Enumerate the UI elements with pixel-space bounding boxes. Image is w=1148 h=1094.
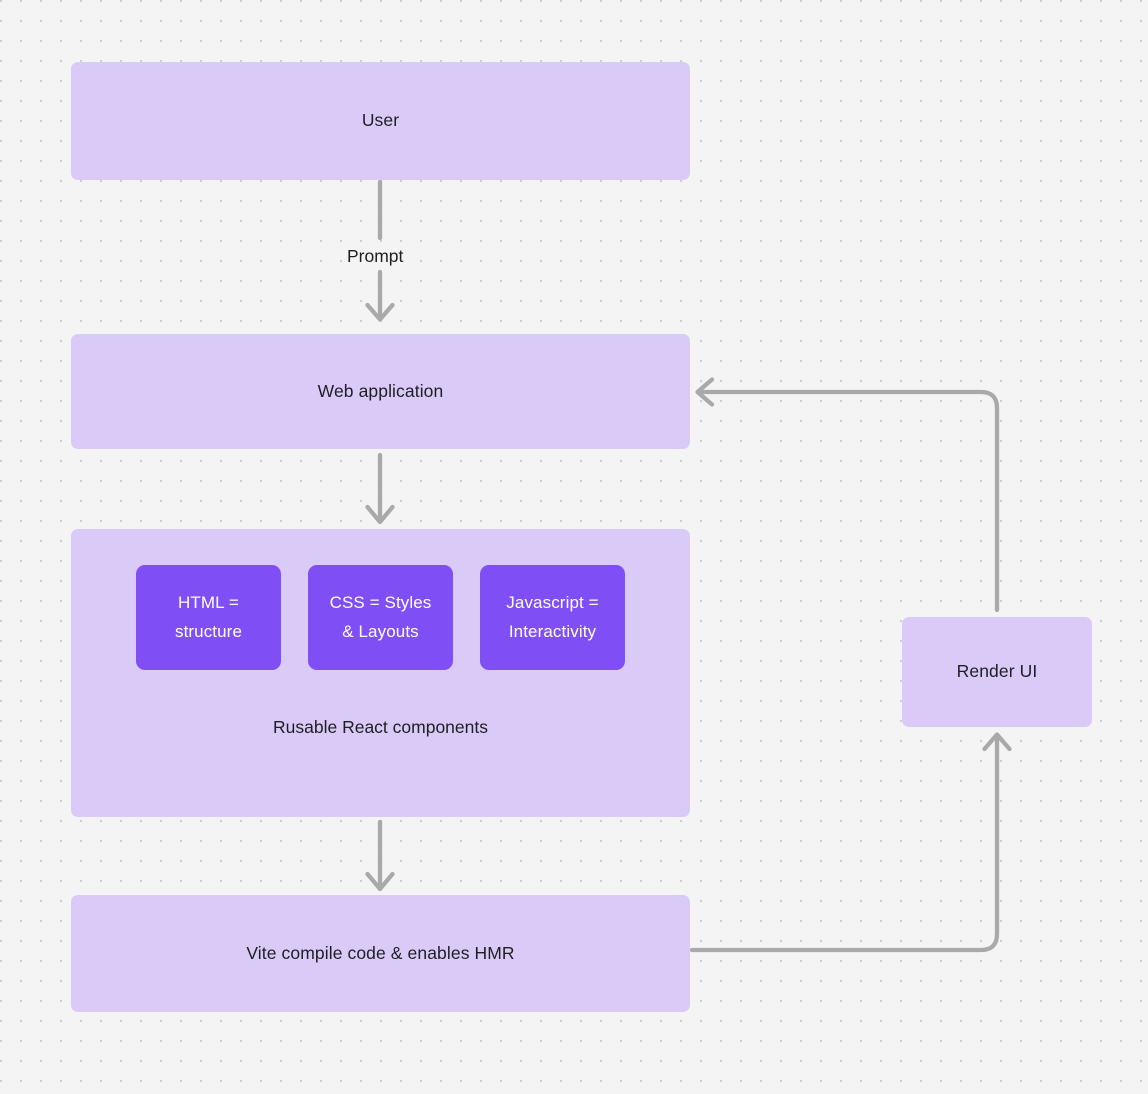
chip-html-label: HTML = structure: [174, 592, 243, 641]
chip-javascript-label: Javascript = Interactivity: [506, 592, 599, 641]
chip-javascript[interactable]: Javascript = Interactivity: [480, 565, 625, 670]
chip-css-label: CSS = Styles & Layouts: [329, 592, 432, 641]
node-vite-label: Vite compile code & enables HMR: [246, 942, 515, 963]
edge-webapp-to-components: [365, 452, 395, 525]
node-web-application-label: Web application: [317, 380, 444, 401]
node-web-application[interactable]: Web application: [71, 334, 690, 449]
edge-components-to-vite: [365, 819, 395, 892]
node-react-components[interactable]: HTML = structure CSS = Styles & Layouts …: [71, 529, 690, 817]
node-user-label: User: [361, 110, 400, 131]
node-render-ui[interactable]: Render UI: [902, 617, 1092, 727]
chip-css[interactable]: CSS = Styles & Layouts: [308, 565, 453, 670]
edge-vite-to-render: [689, 732, 1012, 953]
edge-label-prompt: Prompt: [342, 246, 409, 267]
node-user[interactable]: User: [71, 62, 690, 180]
node-render-ui-label: Render UI: [956, 661, 1038, 682]
node-react-components-caption: Rusable React components: [273, 717, 488, 737]
chip-html[interactable]: HTML = structure: [136, 565, 281, 670]
chip-row: HTML = structure CSS = Styles & Layouts …: [71, 565, 690, 670]
edge-render-to-webapp: [695, 377, 1000, 613]
node-vite[interactable]: Vite compile code & enables HMR: [71, 895, 690, 1012]
